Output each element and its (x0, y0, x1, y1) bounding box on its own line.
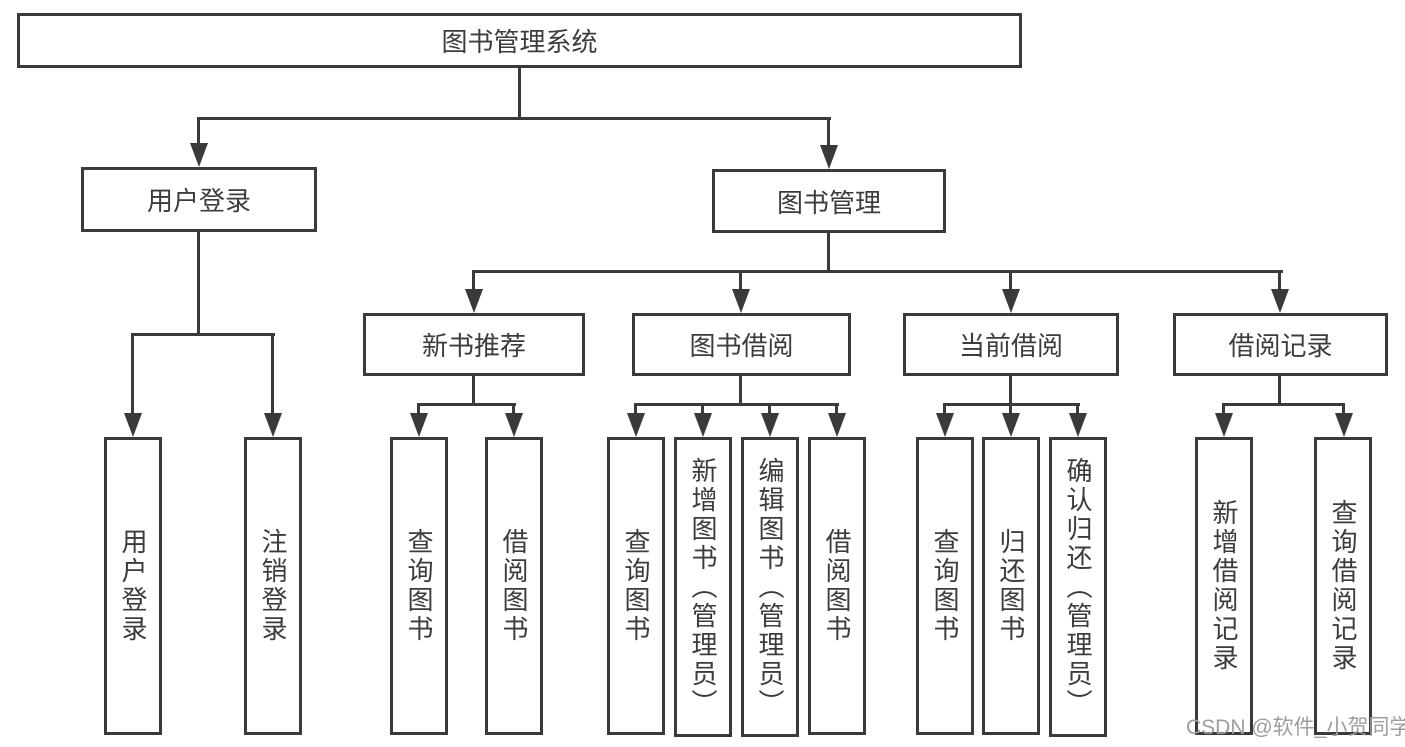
arrowhead-down-icon (1215, 413, 1233, 437)
node-label: 图书管理 (776, 187, 881, 218)
connector-to-user-login (197, 117, 200, 147)
arrowhead-down-icon (465, 289, 483, 313)
node-label: 查询图书 (621, 528, 651, 644)
arrowhead-down-icon (190, 143, 208, 167)
arrowhead-down-icon (1271, 289, 1289, 313)
connector-to-book-borrow (739, 270, 742, 292)
node-label: 新增图书（管理员） (688, 456, 718, 718)
node-add-books-admin: 新增图书（管理员） (674, 437, 732, 737)
arrowhead-down-icon (124, 413, 142, 437)
node-label: 查询图书 (404, 528, 434, 644)
connector-to-book-mgmt (827, 117, 830, 149)
node-label: 新书推荐 (421, 331, 526, 361)
connector-drop (512, 403, 515, 415)
node-label: 借阅图书 (499, 528, 529, 644)
node-label: 用户登录 (118, 528, 148, 644)
connector-to-new-books (472, 270, 475, 292)
node-edit-books-admin: 编辑图书（管理员） (741, 437, 799, 737)
arrowhead-down-icon (761, 413, 779, 437)
connector-level2-rail (197, 117, 831, 120)
arrowhead-down-icon (264, 413, 282, 437)
connector-borrow-records-stem (1278, 375, 1281, 405)
csdn-watermark: CSDN @软件_小贺同学 (1186, 716, 1405, 739)
arrowhead-down-icon (627, 413, 645, 437)
arrowhead-down-icon (1002, 289, 1020, 313)
node-user-login: 用户登录 (104, 437, 162, 735)
node-label: 新增借阅记录 (1209, 499, 1239, 673)
connector-book-mgmt-stem (827, 232, 830, 272)
connector-to-logout (271, 333, 274, 417)
node-label: 归还图书 (996, 528, 1026, 644)
node-label: 注销登录 (258, 528, 288, 644)
node-current-borrowing: 当前借阅 (903, 313, 1119, 376)
node-return-books: 归还图书 (982, 437, 1040, 735)
node-label: 确认归还（管理员） (1063, 456, 1093, 718)
node-book-mgmt-group: 图书管理 (712, 169, 946, 233)
arrowhead-down-icon (410, 413, 428, 437)
node-label: 查询借阅记录 (1328, 499, 1358, 673)
arrowhead-down-icon (820, 145, 838, 169)
node-label: 借阅图书 (822, 528, 852, 644)
connector-root-stem (518, 68, 521, 118)
node-add-borrow-record: 新增借阅记录 (1195, 437, 1253, 735)
connector-book-borrow-stem (739, 375, 742, 405)
node-label: 当前借阅 (958, 331, 1063, 361)
connector-user-login-stem (197, 231, 200, 335)
connector-drop (634, 403, 637, 415)
arrowhead-down-icon (1335, 413, 1353, 437)
node-query-borrow-record: 查询借阅记录 (1314, 437, 1372, 735)
node-borrowing-records: 借阅记录 (1173, 313, 1388, 376)
connector-new-books-rail (417, 403, 516, 406)
connector-borrow-records-rail (1222, 403, 1345, 406)
connector-to-current-borrow (1009, 270, 1012, 292)
node-label: 编辑图书（管理员） (755, 456, 785, 718)
arrowhead-down-icon (505, 413, 523, 437)
connector-to-login (131, 333, 134, 417)
connector-user-login-rail (131, 333, 275, 336)
node-borrow-books-2: 借阅图书 (808, 437, 866, 735)
node-label: 查询图书 (930, 528, 960, 644)
node-borrow-books-1: 借阅图书 (485, 437, 543, 735)
connector-drop (1222, 403, 1225, 415)
node-query-books-3: 查询图书 (916, 437, 974, 735)
arrowhead-down-icon (732, 289, 750, 313)
arrowhead-down-icon (1002, 413, 1020, 437)
arrowhead-down-icon (694, 413, 712, 437)
connector-drop (1076, 403, 1079, 415)
connector-drop (835, 403, 838, 415)
node-user-login-group: 用户登录 (81, 167, 317, 232)
node-label: 图书借阅 (689, 331, 794, 361)
connector-drop (943, 403, 946, 415)
node-logout: 注销登录 (244, 437, 302, 735)
node-library-system: 图书管理系统 (17, 13, 1022, 68)
connector-drop (417, 403, 420, 415)
connector-drop (768, 403, 771, 415)
node-new-book-recommend: 新书推荐 (363, 313, 585, 376)
node-query-books-1: 查询图书 (390, 437, 448, 735)
connector-book-borrow-rail (634, 403, 839, 406)
connector-drop (701, 403, 704, 415)
connector-current-borrow-stem (1009, 375, 1012, 405)
node-query-books-2: 查询图书 (607, 437, 665, 735)
arrowhead-down-icon (828, 413, 846, 437)
node-label: 借阅记录 (1228, 331, 1333, 361)
connector-to-borrow-records (1278, 270, 1281, 292)
node-book-borrowing: 图书借阅 (632, 313, 851, 376)
connector-drop (1342, 403, 1345, 415)
node-label: 图书管理系统 (441, 27, 598, 57)
arrowhead-down-icon (1069, 413, 1087, 437)
arrowhead-down-icon (936, 413, 954, 437)
connector-drop (1009, 403, 1012, 415)
node-label: 用户登录 (146, 186, 251, 216)
node-confirm-return-admin: 确认归还（管理员） (1049, 437, 1107, 737)
connector-level3-rail (472, 270, 1283, 273)
connector-new-books-stem (472, 375, 475, 405)
